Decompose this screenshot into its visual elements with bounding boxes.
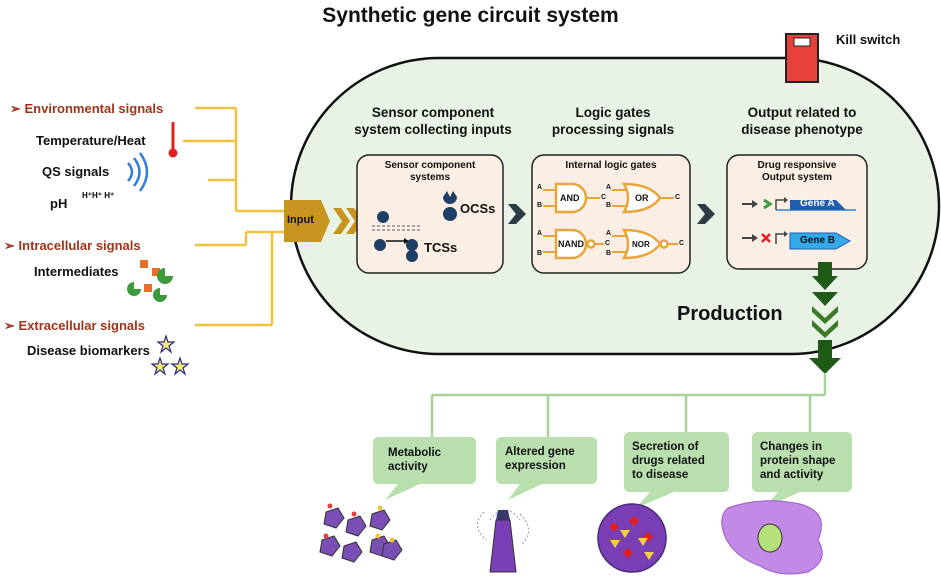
- extracellular-signals-heading: ➢ Extracellular signals: [4, 318, 145, 333]
- arrow-icon: [697, 204, 715, 224]
- production-label: Production: [677, 303, 783, 325]
- thermometer-icon: [168, 148, 178, 158]
- drug-vesicle-icon: [597, 503, 667, 573]
- chromosome-icon: [477, 509, 529, 573]
- logic-box-title: Internal logic gates: [565, 160, 657, 171]
- gene-b-icon: [789, 232, 852, 250]
- chevron-right-icon: ➢: [4, 318, 19, 333]
- pin-a-label: A: [537, 184, 543, 191]
- pin-b-label: B: [606, 202, 612, 209]
- production-arrow-icon: [809, 262, 841, 374]
- metabolic-enzymes-icon: [319, 507, 403, 563]
- temperature-label: Temperature/Heat: [36, 133, 146, 148]
- pin-c-label: C: [679, 240, 685, 247]
- outcome-bubble: [624, 432, 729, 508]
- input-label: Input: [287, 214, 314, 226]
- pin-b-label: B: [606, 250, 612, 257]
- gene-b-label: Gene B: [800, 235, 836, 246]
- chevron-right-icon: ➢: [4, 238, 19, 253]
- intermediates-label: Intermediates: [34, 264, 119, 279]
- outcome-wires: [430, 373, 827, 437]
- pin-a-label: A: [537, 230, 543, 237]
- nor-gate-label: NOR: [632, 240, 650, 249]
- pin-c-label: C: [675, 194, 681, 201]
- and-gate-label: AND: [560, 193, 580, 203]
- page-title: Synthetic gene circuit system: [322, 4, 619, 27]
- outcome-bubble: [373, 437, 476, 500]
- nor-gate-icon: [621, 228, 662, 260]
- pin-c-label: C: [601, 194, 607, 201]
- kill-switch-label: Kill switch: [836, 32, 901, 47]
- outcome-bubble: [496, 437, 597, 500]
- and-gate-icon: [554, 182, 588, 214]
- or-gate-label: OR: [635, 193, 649, 203]
- disease-biomarkers-label: Disease biomarkers: [27, 343, 150, 358]
- pin-a-label: A: [606, 184, 612, 191]
- input-wires: [183, 106, 284, 327]
- pin-b-label: B: [537, 202, 543, 209]
- or-gate-icon: [621, 182, 662, 214]
- intracellular-signals-heading: ➢ Intracellular signals: [4, 238, 141, 253]
- pin-c-label: C: [605, 240, 611, 247]
- environmental-signals-heading: ➢ Environmental signals: [10, 101, 164, 116]
- gene-a-label: Gene A: [800, 198, 835, 209]
- ph-label: pH: [50, 196, 68, 211]
- sensor-box: [356, 154, 504, 274]
- biomarker-star-icon: [150, 334, 190, 376]
- intermediates-icon: [127, 260, 173, 302]
- gene-a-icon: [790, 200, 846, 210]
- chevron-right-icon: ➢: [10, 101, 25, 116]
- qs-signals-label: QS signals: [42, 164, 110, 179]
- qs-wave-icon: [127, 152, 149, 192]
- input-arrow-icon: [284, 200, 330, 242]
- nand-gate-label: NAND: [558, 239, 584, 249]
- ocss-label: OCSs: [460, 201, 496, 216]
- sensor-protein-icon: [374, 191, 457, 262]
- tcss-label: TCSs: [424, 240, 458, 255]
- arrow-icon: [508, 204, 526, 224]
- outcome-bubble: [752, 432, 852, 508]
- ph-symbols: H⁺H⁺ H⁺: [82, 191, 115, 200]
- pin-b-label: B: [537, 250, 543, 257]
- nand-gate-icon: [554, 228, 588, 260]
- pin-a-label: A: [606, 230, 612, 237]
